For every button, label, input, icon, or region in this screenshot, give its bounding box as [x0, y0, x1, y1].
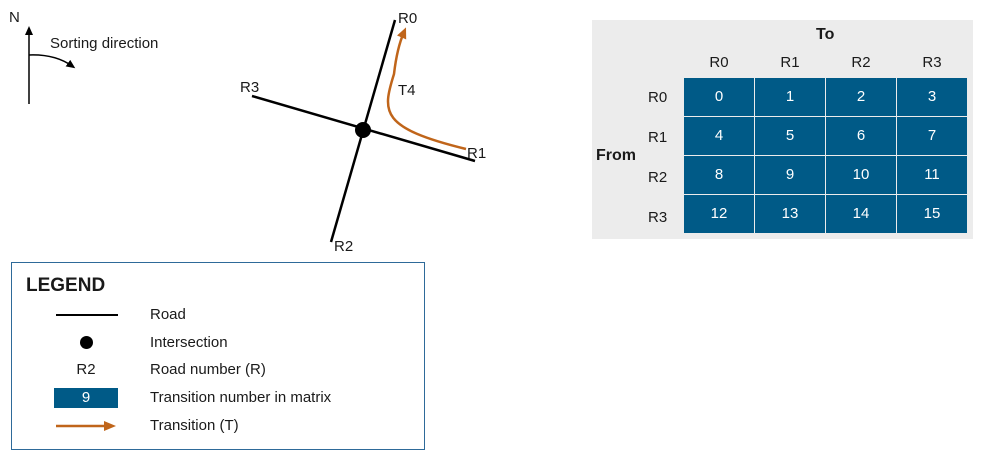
matrix-cell: 9: [755, 156, 825, 194]
matrix-cell-sample: 9: [54, 386, 118, 410]
matrix-cell: 14: [826, 195, 896, 233]
matrix-cell: 0: [684, 78, 754, 116]
column-header: R0: [709, 54, 729, 71]
road-label-r2: R2: [334, 238, 353, 255]
transition-label: T4: [398, 82, 416, 99]
to-label: To: [816, 26, 835, 43]
intersection-dot: [355, 122, 371, 138]
legend-title: LEGEND: [26, 275, 106, 296]
legend-row-road: Road: [12, 303, 422, 327]
road-label-r0: R0: [398, 10, 417, 27]
transition-matrix: To From R0 R1 R2 R3 R0 R1 R2 R3 0 1 2 3 …: [592, 20, 973, 239]
legend-road-number-text: Road number (R): [150, 361, 266, 378]
column-header: R3: [922, 54, 942, 71]
north-label: N: [9, 9, 20, 26]
matrix-cell: 6: [826, 117, 896, 155]
legend-row-road-number: R2 Road number (R): [12, 358, 422, 382]
legend-transition-number-text: Transition number in matrix: [150, 389, 332, 406]
intersection-dot-icon: [54, 331, 118, 355]
road-label-r1: R1: [467, 145, 486, 162]
cell-example: 9: [54, 388, 118, 408]
road-number-sample: R2: [54, 358, 118, 382]
legend-road-text: Road: [150, 306, 186, 323]
transition-t4-arrow: [386, 27, 467, 151]
transition-arrow-icon: [54, 414, 118, 438]
matrix-cell: 5: [755, 117, 825, 155]
row-header: R3: [648, 209, 668, 226]
legend-intersection-text: Intersection: [150, 334, 228, 351]
compass: N Sorting direction: [9, 9, 158, 104]
legend-transition-text: Transition (T): [150, 417, 239, 434]
row-header: R0: [648, 89, 668, 106]
matrix-cell: 12: [684, 195, 754, 233]
matrix-cell: 4: [684, 117, 754, 155]
column-header: R2: [851, 54, 871, 71]
matrix-cell: 10: [826, 156, 896, 194]
matrix-cell: 13: [755, 195, 825, 233]
legend-row-transition: Transition (T): [12, 414, 422, 438]
row-header: R1: [648, 129, 668, 146]
matrix-cell: 2: [826, 78, 896, 116]
matrix-cell: 3: [897, 78, 967, 116]
matrix-cell: 15: [897, 195, 967, 233]
matrix-cell: 11: [897, 156, 967, 194]
from-label: From: [596, 147, 636, 164]
legend-row-transition-number: 9 Transition number in matrix: [12, 386, 422, 410]
matrix-cell: 7: [897, 117, 967, 155]
legend-row-intersection: Intersection: [12, 331, 422, 355]
legend-box: LEGEND Road Intersection R2 Road number …: [11, 262, 425, 450]
column-header: R1: [780, 54, 800, 71]
sorting-direction-arrow-icon: [28, 54, 76, 69]
road-number-example: R2: [76, 361, 96, 378]
matrix-cell: 1: [755, 78, 825, 116]
matrix-cell: 8: [684, 156, 754, 194]
road-line-icon: [54, 303, 118, 327]
sorting-direction-label: Sorting direction: [50, 35, 158, 52]
road-label-r3: R3: [240, 79, 259, 96]
row-header: R2: [648, 169, 668, 186]
